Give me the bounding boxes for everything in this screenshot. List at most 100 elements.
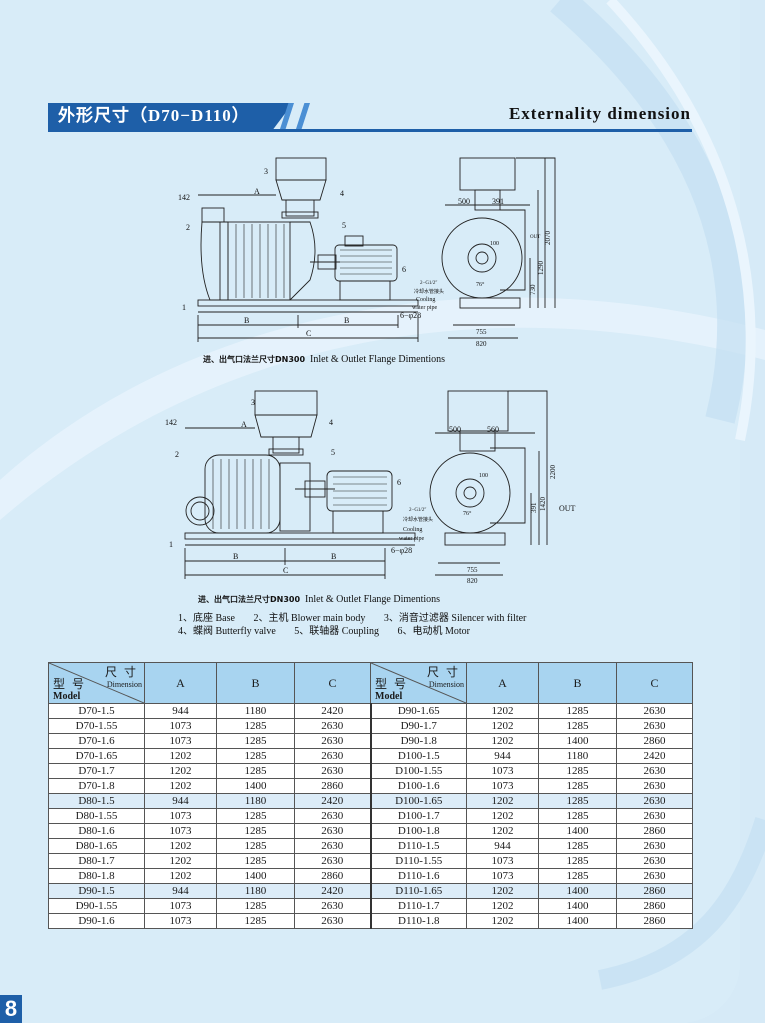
dim-c: C [283, 566, 288, 575]
dim-500: 500 [449, 425, 461, 434]
callout-5: 5 [342, 221, 346, 230]
dimension-cell: 2630 [616, 703, 693, 719]
parts-legend: 1、底座 Base 2、主机 Blower main body 3、消音过滤器 … [178, 612, 542, 638]
dimension-cell: 1073 [466, 868, 539, 884]
dimension-cell: 1285 [216, 748, 295, 764]
dimension-cell: 2630 [294, 718, 372, 734]
dimension-cell: 2630 [294, 838, 372, 854]
dimension-cell: 1202 [144, 838, 217, 854]
dimension-cell: 1202 [144, 853, 217, 869]
dimension-cell: 2630 [294, 748, 372, 764]
dimension-cell: 1073 [466, 763, 539, 779]
dimension-cell: 1400 [538, 823, 617, 839]
dimension-cell: 1285 [538, 703, 617, 719]
dimension-cell: 1202 [144, 868, 217, 884]
dimension-cell: 1285 [216, 913, 295, 929]
dimension-cell: 2860 [294, 778, 372, 794]
model-cell: D110-1.55 [370, 853, 467, 869]
dimension-cell: 944 [144, 703, 217, 719]
model-cell: D70-1.6 [48, 733, 145, 749]
drawing-1: 142 A 3 4 2 5 6 1 B B C 6−φ28 500 391 OU… [170, 150, 570, 350]
dimension-cell: 1285 [538, 778, 617, 794]
callout-1: 1 [169, 540, 173, 549]
dimension-cell: 1202 [144, 778, 217, 794]
dimension-cell: 1285 [538, 838, 617, 854]
dimension-cell: 1400 [216, 778, 295, 794]
dimension-cell: 2420 [294, 703, 372, 719]
dimension-cell: 1202 [144, 763, 217, 779]
model-cell: D110-1.7 [370, 898, 467, 914]
callout-3: 3 [251, 398, 255, 407]
water-label: water pipe [412, 305, 437, 311]
callout-4: 4 [329, 418, 333, 427]
header-dim-en: Dimension [106, 680, 142, 689]
caption-2: 进、出气口法兰尺寸DN300 Inlet & Outlet Flange Dim… [198, 594, 440, 605]
dimension-cell: 2860 [616, 823, 693, 839]
dimension-cell: 1400 [538, 733, 617, 749]
dimension-cell: 1073 [144, 823, 217, 839]
dim-a: A [241, 420, 247, 429]
dim-1290: 1290 [537, 261, 545, 276]
model-cell: D80-1.55 [48, 808, 145, 824]
header-model-en: Model [375, 691, 403, 702]
header-model-en: Model [53, 691, 81, 702]
dimension-cell: 1202 [466, 793, 539, 809]
dimension-cell: 2630 [294, 763, 372, 779]
dim-b2: B [344, 316, 349, 325]
model-cell: D70-1.65 [48, 748, 145, 764]
dimension-cell: 1073 [144, 733, 217, 749]
pipe-label: 2−G1/2″ [409, 508, 426, 513]
water-label: water pipe [399, 536, 424, 542]
dim-142: 142 [165, 418, 177, 427]
dimension-cell: 1285 [538, 853, 617, 869]
drawing-2: 142 A 3 4 2 5 6 1 B B C 6−φ28 500 560 OU… [165, 383, 585, 593]
dimension-cell: 2630 [294, 853, 372, 869]
dimension-cell: 2860 [294, 868, 372, 884]
dimension-cell: 1202 [466, 883, 539, 899]
dimension-cell: 1073 [144, 898, 217, 914]
out-label: OUT [559, 504, 576, 513]
dimension-cell: 2630 [294, 808, 372, 824]
dim-100: 100 [490, 241, 499, 247]
dimension-cell: 2420 [294, 793, 372, 809]
dimension-cell: 1285 [216, 853, 295, 869]
dim-b1: B [244, 316, 249, 325]
model-cell: D90-1.55 [48, 898, 145, 914]
dimension-table: 尺 寸 Dimension 型 号 Model A B C 尺 寸 Dimens… [48, 662, 693, 929]
callout-2: 2 [186, 223, 190, 232]
caption-1-en: Inlet & Outlet Flange Dimentions [310, 354, 446, 365]
dim-b2: B [331, 552, 336, 561]
dimension-cell: 2630 [616, 838, 693, 854]
callout-2: 2 [175, 450, 179, 459]
dimension-cell: 1202 [466, 898, 539, 914]
section-title-en: Externality dimension [508, 104, 691, 123]
dimension-cell: 1073 [144, 913, 217, 929]
dimension-cell: 2630 [616, 718, 693, 734]
dimension-cell: 1073 [144, 808, 217, 824]
model-cell: D80-1.7 [48, 853, 145, 869]
callout-3: 3 [264, 167, 268, 176]
header-dim-cn: 尺 寸 [426, 665, 460, 679]
dim-391: 391 [492, 197, 504, 206]
model-cell: D100-1.8 [370, 823, 467, 839]
cooling-label: Cooling [403, 527, 422, 533]
legend-item: 3、消音过滤器 Silencer with filter [383, 613, 527, 624]
dimension-cell: 2630 [616, 808, 693, 824]
model-cell: D80-1.6 [48, 823, 145, 839]
dimension-cell: 1285 [538, 793, 617, 809]
model-cell: D90-1.7 [370, 718, 467, 734]
callout-1: 1 [182, 303, 186, 312]
caption-2-cn: 进、出气口法兰尺寸DN300 [198, 595, 301, 604]
dim-730: 730 [529, 284, 537, 295]
callout-5: 5 [331, 448, 335, 457]
cooling-label: Cooling [416, 297, 435, 303]
